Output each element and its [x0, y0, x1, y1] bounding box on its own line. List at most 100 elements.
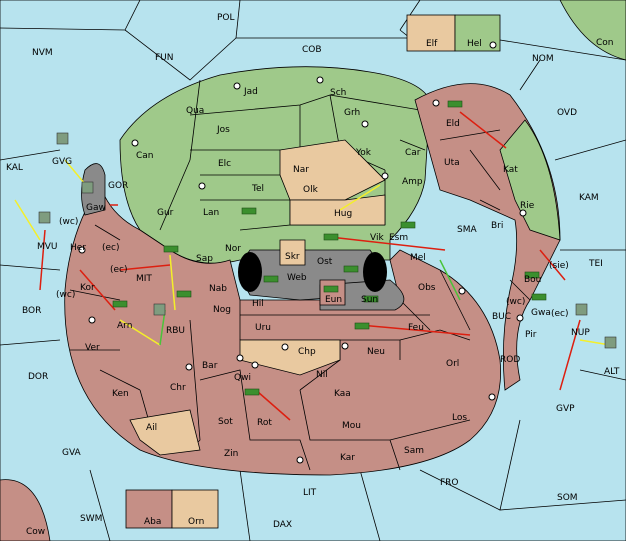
label-nup: NUP — [571, 328, 590, 338]
legend-hel: Hel — [467, 39, 482, 49]
label-skr: Skr — [285, 252, 300, 262]
legend-orn-box — [171, 489, 219, 529]
label-wc2: (wc) — [506, 297, 525, 307]
label-nar: Nar — [293, 165, 309, 175]
label-gva: GVA — [62, 448, 82, 458]
label-chp: Chp — [298, 347, 316, 357]
label-mou: Mou — [342, 421, 361, 431]
fleet-units — [38, 132, 617, 349]
label-bar: Bar — [202, 361, 218, 371]
label-nog: Nog — [213, 305, 231, 315]
label-obs: Obs — [418, 283, 436, 293]
label-her: Her — [70, 243, 86, 253]
legend-aba: Aba — [144, 517, 161, 527]
supply-centers — [78, 41, 527, 464]
label-feu: Feu — [408, 323, 424, 333]
label-uta: Uta — [444, 158, 460, 168]
label-mel: Mel — [410, 253, 426, 263]
label-con: Con — [596, 38, 614, 48]
label-jad: Jad — [243, 87, 258, 97]
label-swm: SWM — [80, 514, 102, 524]
label-rod: ROD — [500, 355, 520, 365]
label-sie: (sie) — [549, 261, 569, 271]
label-sma: SMA — [457, 225, 477, 235]
label-elc: Elc — [218, 159, 231, 169]
label-hil: Hil — [252, 299, 264, 309]
label-eun: Eun — [325, 295, 342, 305]
label-lit: LIT — [303, 488, 317, 498]
label-uru: Uru — [255, 323, 271, 333]
label-neu: Neu — [367, 347, 385, 357]
label-can: Can — [136, 151, 154, 161]
order-arrows — [14, 111, 611, 421]
label-rie: Rie — [520, 201, 535, 211]
label-pol: POL — [217, 13, 235, 23]
label-chr: Chr — [170, 383, 186, 393]
label-gvg: GVG — [52, 157, 72, 167]
label-sch: Sch — [330, 88, 346, 98]
label-mvu: MVU — [37, 242, 58, 252]
legend-aba-box — [125, 489, 173, 529]
label-qua: Qua — [186, 106, 204, 116]
label-web: Web — [287, 273, 307, 283]
army-units — [112, 100, 547, 396]
impassable-west — [238, 252, 262, 292]
label-alt: ALT — [604, 367, 620, 377]
label-jos: Jos — [216, 125, 230, 135]
region-rie[interactable] — [499, 119, 561, 241]
east-region-borders — [439, 129, 531, 301]
label-nom: NOM — [532, 54, 554, 64]
label-wc3: (wc) — [56, 290, 75, 300]
label-ken: Ken — [112, 389, 129, 399]
label-ec3: (ec) — [110, 265, 128, 275]
label-los: Los — [452, 413, 467, 423]
region-labels: POL FUN NVM COB NOM OVD KAL GVG GOR Gaw … — [6, 13, 620, 530]
label-ver: Ver — [85, 343, 100, 353]
label-grh: Grh — [344, 108, 360, 118]
label-ec1: (ec) — [551, 309, 569, 319]
label-zin: Zin — [224, 449, 238, 459]
label-sun: Sun — [361, 295, 378, 305]
label-kat: Kat — [503, 165, 518, 175]
label-rbu: RBU — [166, 326, 185, 336]
label-cow: Cow — [26, 527, 45, 537]
label-bor: BOR — [22, 306, 41, 316]
label-sam: Sam — [404, 446, 424, 456]
legend-orn: Orn — [188, 517, 204, 527]
label-ovd: OVD — [557, 108, 577, 118]
label-gor: GOR — [108, 181, 128, 191]
label-nab: Nab — [209, 284, 227, 294]
label-esm: Esm — [389, 233, 408, 243]
impassable-east — [363, 252, 387, 292]
label-kaa: Kaa — [334, 389, 351, 399]
label-ec2: (ec) — [102, 243, 120, 253]
label-yok: Yok — [355, 148, 372, 158]
label-kar: Kar — [340, 453, 355, 463]
label-bri: Bri — [491, 221, 503, 231]
legend-elf-box — [406, 14, 456, 52]
label-sap: Sap — [196, 254, 213, 264]
label-fun: FUN — [155, 53, 174, 63]
label-olk: Olk — [303, 185, 319, 195]
label-amp: Amp — [402, 177, 423, 187]
red-mainland[interactable] — [64, 184, 501, 476]
label-nil: Nil — [316, 370, 328, 380]
label-buc: BUC — [492, 312, 511, 322]
label-eld: Eld — [446, 119, 460, 129]
label-tel: Tel — [251, 184, 264, 194]
label-ail: Ail — [146, 423, 157, 433]
label-pir: Pir — [525, 330, 537, 340]
region-skr[interactable] — [279, 239, 306, 266]
label-bou: Bou — [524, 275, 541, 285]
label-som: SOM — [557, 493, 578, 503]
label-gvp: GVP — [556, 404, 575, 414]
legend-elf: Elf — [426, 39, 438, 49]
region-hug[interactable] — [289, 194, 386, 226]
region-ail[interactable] — [129, 409, 201, 456]
label-sot: Sot — [218, 417, 233, 427]
label-kam: KAM — [579, 193, 599, 203]
label-qwi: Qwi — [234, 373, 251, 383]
label-gur: Gur — [157, 208, 174, 218]
